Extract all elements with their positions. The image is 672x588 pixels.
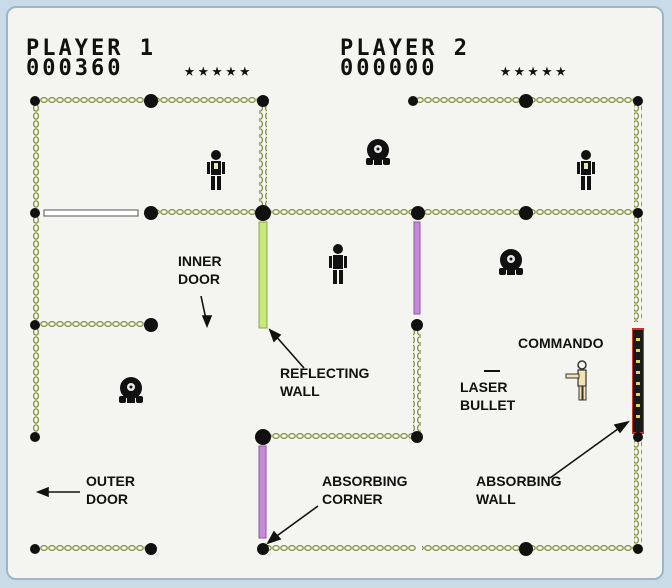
absorbing-wall-label-line2: WALL <box>476 490 516 508</box>
reflecting-wall-label-line2: WALL <box>280 382 320 400</box>
commando-label: COMMANDO <box>518 334 604 352</box>
absorbing-wall-label-line1: ABSORBING <box>476 472 562 490</box>
blob-enemy <box>119 377 143 403</box>
laser-bullet <box>484 370 500 372</box>
magenta-wall-lower <box>259 446 266 538</box>
robot-enemy <box>207 150 225 190</box>
absorbing-corner-label-line2: CORNER <box>322 490 383 508</box>
outer-door-label-line2: DOOR <box>86 490 128 508</box>
laser-bullet-label-line1: LASER <box>460 378 507 396</box>
reflecting-wall-label-line1: REFLECTING <box>280 364 369 382</box>
magenta-wall <box>414 222 420 314</box>
laser-bullet-label-line2: BULLET <box>460 396 515 414</box>
commando-player <box>566 361 586 400</box>
absorbing-corner-label-line1: ABSORBING <box>322 472 408 490</box>
inner-door-label-line1: INNER <box>178 252 222 270</box>
robot-enemy <box>577 150 595 190</box>
robot-enemy <box>329 244 347 284</box>
inner-door-label-line2: DOOR <box>178 270 220 288</box>
blob-enemy <box>499 249 523 275</box>
absorbing-wall <box>632 328 644 434</box>
game-screen: PLAYER 1 000360 ★★★★★ PLAYER 2 000000 ★★… <box>6 6 664 580</box>
blob-enemy <box>366 139 390 165</box>
reflecting-wall <box>259 222 267 328</box>
outer-door-label-line1: OUTER <box>86 472 135 490</box>
